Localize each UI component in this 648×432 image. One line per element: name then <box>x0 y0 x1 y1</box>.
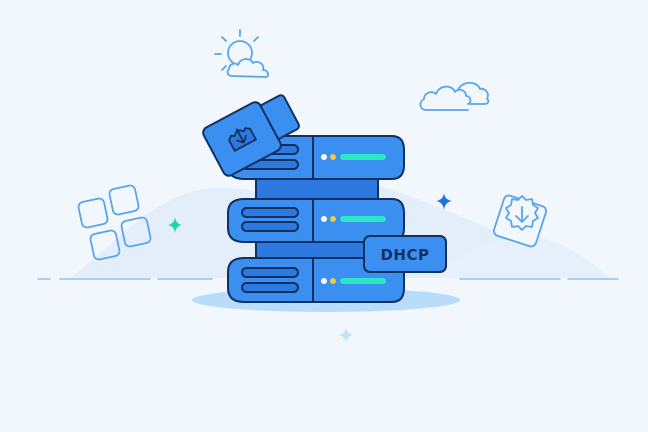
server-unit-bottom <box>227 257 405 303</box>
cloud-icon <box>419 81 490 111</box>
server-unit-middle <box>227 198 405 243</box>
dhcp-badge: DHCP <box>363 235 447 273</box>
app-grid-icon <box>77 184 152 261</box>
dhcp-label: DHCP <box>380 246 429 264</box>
sun-cloud-icon <box>214 29 270 78</box>
package-download-icon <box>202 94 300 177</box>
gear-download-icon <box>492 194 548 248</box>
sparkle-icon <box>436 193 452 210</box>
sparkle-icon <box>168 217 182 233</box>
status-lights <box>321 154 386 284</box>
sparkle-icon <box>339 328 353 343</box>
